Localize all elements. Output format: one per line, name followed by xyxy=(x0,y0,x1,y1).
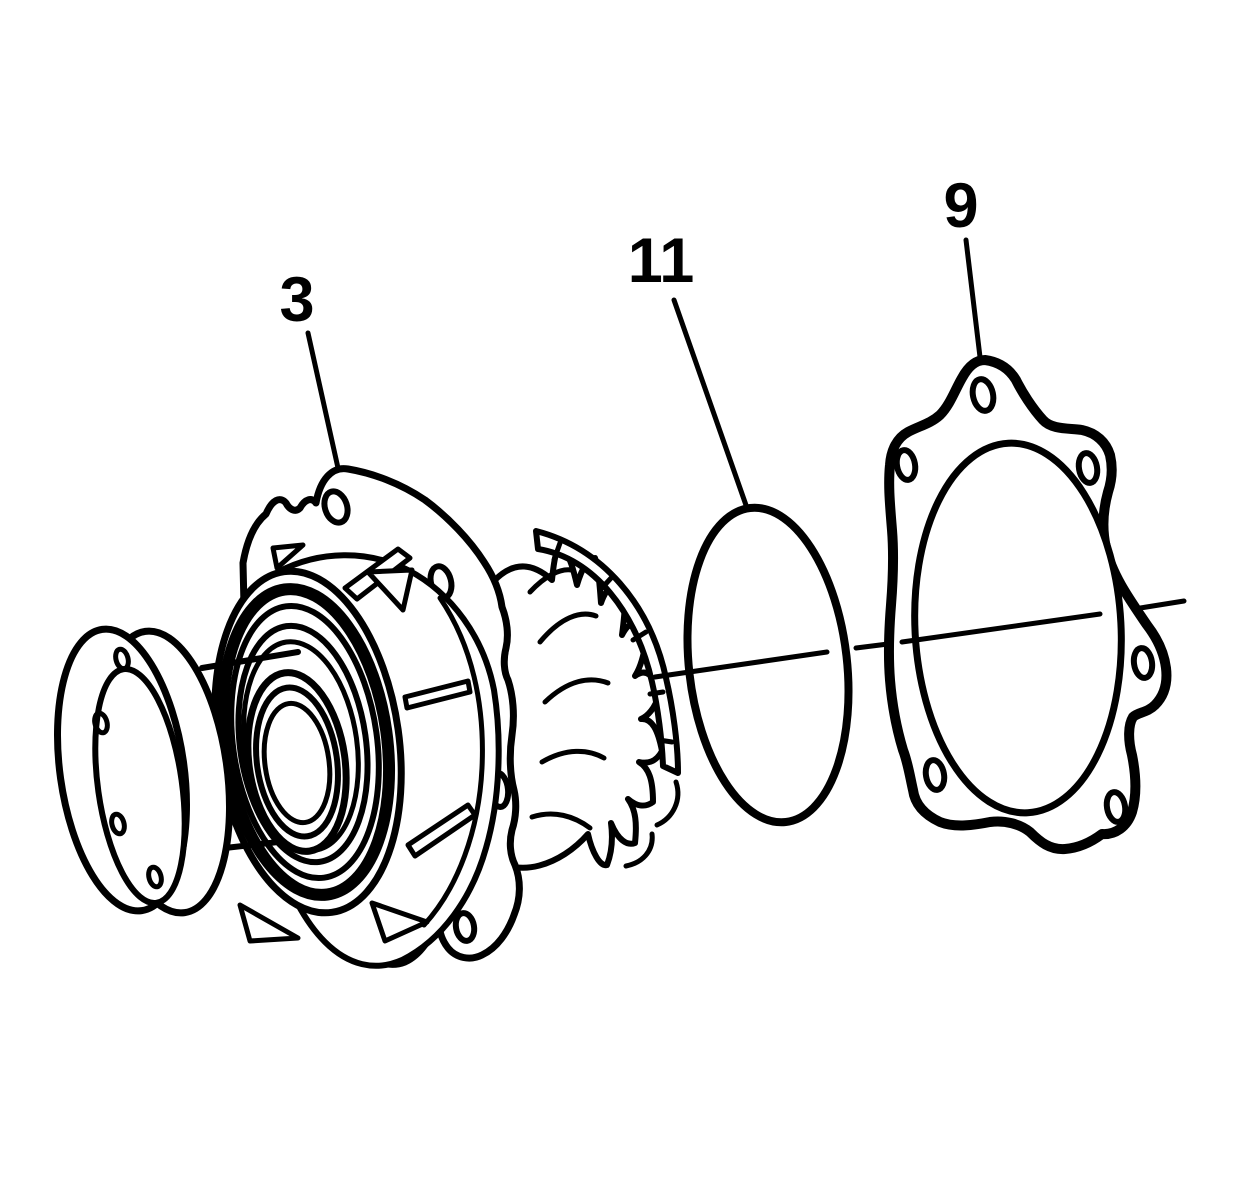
gasket-bolt-hole xyxy=(969,376,997,414)
hub-bolt-hole xyxy=(113,646,131,672)
pump-assembly-drawing xyxy=(54,465,681,969)
hub-bolt-hole xyxy=(146,864,164,890)
gasket-bolt-hole xyxy=(1130,645,1156,681)
hub-flange xyxy=(54,625,233,917)
seal-rings xyxy=(211,567,405,917)
assembly-centerline xyxy=(652,598,1187,680)
gasket-bolt-hole xyxy=(1103,789,1129,825)
callouts: 3 11 9 xyxy=(279,171,983,511)
callout-11-leader-line xyxy=(671,297,750,511)
callout-11-label: 11 xyxy=(628,226,695,296)
callout-3-label: 3 xyxy=(279,265,314,335)
flange-bolt-hole xyxy=(452,910,478,944)
hub-bolt-hole xyxy=(92,710,110,736)
o-ring-drawing xyxy=(683,503,853,827)
gasket-drawing xyxy=(883,355,1172,855)
gasket-bolt-hole xyxy=(1075,450,1101,486)
gasket-bolt-hole xyxy=(922,757,948,793)
gasket-bolt-hole xyxy=(893,447,919,483)
callout-9-label: 9 xyxy=(943,171,978,241)
hub-bolt-hole xyxy=(109,811,127,837)
callout-9-leader-line xyxy=(963,237,983,360)
flange-bolt-hole xyxy=(321,488,351,526)
rib-gussets xyxy=(237,542,478,944)
callout-3-leader-line xyxy=(305,330,341,471)
